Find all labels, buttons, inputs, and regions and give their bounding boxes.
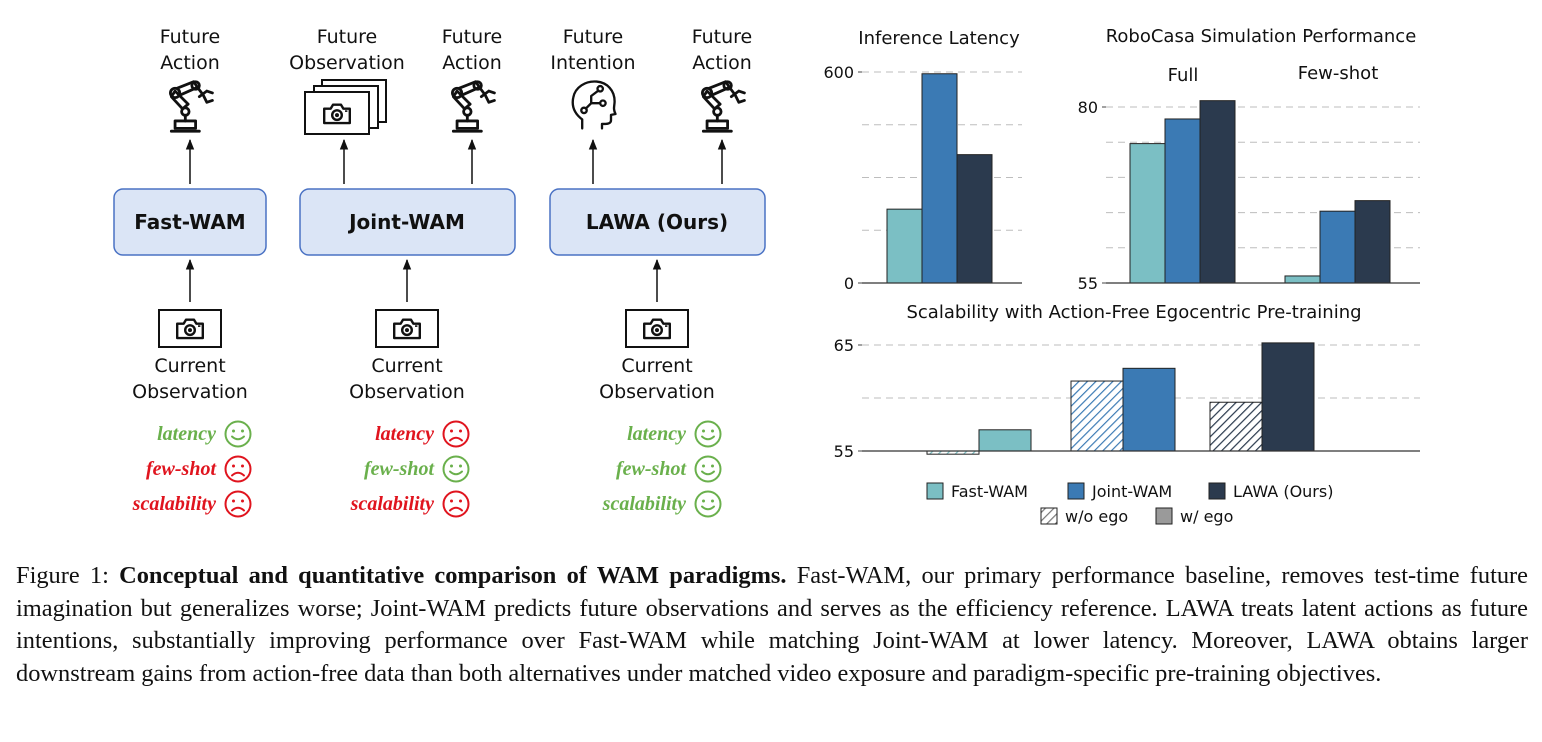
figure-caption: Figure 1: Conceptual and quantitative co… xyxy=(16,560,1528,690)
frown-icon xyxy=(442,490,470,518)
y-tick-label: 55 xyxy=(834,442,854,461)
chart-title-latency: Inference Latency xyxy=(858,28,1020,49)
robot-arm-icon xyxy=(168,80,214,133)
y-tick-label: 55 xyxy=(1078,274,1098,293)
output-label-line2: Action xyxy=(692,52,752,74)
output-label-line1: Future xyxy=(442,26,503,48)
legend-label: LAWA (Ours) xyxy=(1233,482,1333,501)
chart-title-scalability: Scalability with Action-Free Egocentric … xyxy=(906,302,1361,323)
latency-chart: 0 600 xyxy=(823,63,1022,293)
output-label-line1: Future xyxy=(692,26,753,48)
robot-arm-icon xyxy=(701,80,746,133)
property-label: latency xyxy=(627,423,686,445)
paradigm-diagrams: Future Action Fast-WAM Current Observati… xyxy=(113,26,766,403)
y-tick-label: 80 xyxy=(1078,98,1098,117)
category-label-few-shot: Few-shot xyxy=(1298,63,1379,84)
property-label: latency xyxy=(375,423,434,445)
camera-stack-icon xyxy=(304,79,387,135)
paradigm-lawa: Future Intention Future Action LAWA (Our… xyxy=(549,26,766,403)
input-label-line1: Current xyxy=(371,355,442,377)
smile-icon xyxy=(224,420,252,448)
figure-1: Future Action Fast-WAM Current Observati… xyxy=(113,26,1420,526)
property-label: few-shot xyxy=(616,458,687,480)
chart-title-robocasa: RoboCasa Simulation Performance xyxy=(1106,26,1417,47)
model-block xyxy=(549,188,766,256)
bar-latency-lawa-ours- xyxy=(956,154,993,284)
frown-icon xyxy=(224,490,252,518)
input-label-line2: Observation xyxy=(132,381,248,403)
bar-robocasa-few-shot-fast-wam xyxy=(1284,275,1321,284)
input-label-line1: Current xyxy=(154,355,225,377)
model-name: LAWA (Ours) xyxy=(586,210,728,234)
property-label: scalability xyxy=(350,493,434,515)
charts-panel: Inference Latency RoboCasa Simulation Pe… xyxy=(823,26,1420,526)
output-label-line1: Future xyxy=(317,26,378,48)
output-label-line2: Intention xyxy=(550,52,635,74)
y-tick-label: 0 xyxy=(844,274,854,293)
model-block xyxy=(113,188,267,256)
frown-icon xyxy=(224,455,252,483)
smile-icon xyxy=(694,490,722,518)
category-label-full: Full xyxy=(1168,65,1199,86)
legend-label: Joint-WAM xyxy=(1091,482,1172,501)
property-label: scalability xyxy=(132,493,216,515)
legend-swatch-lawa xyxy=(1208,482,1226,500)
bar-latency-joint-wam xyxy=(921,73,958,284)
y-tick-label: 600 xyxy=(823,63,854,82)
smile-icon xyxy=(694,455,722,483)
smile-icon xyxy=(442,455,470,483)
bar-scalability-joint-wam-w-o-ego xyxy=(1070,380,1124,452)
scalability-chart: 55 65 xyxy=(834,336,1420,461)
property-label: few-shot xyxy=(364,458,435,480)
paradigm-joint-wam: Future Observation Future Action Joint-W… xyxy=(289,26,516,403)
model-name: Fast-WAM xyxy=(134,210,245,234)
paradigm-properties: latency few-shot scalability latency few… xyxy=(132,420,722,518)
bar-scalability-lawa-ours--w-ego xyxy=(1261,342,1315,452)
output-label-line2: Observation xyxy=(289,52,405,74)
bar-robocasa-full-fast-wam xyxy=(1129,143,1166,284)
input-label-line2: Observation xyxy=(599,381,715,403)
legend-label: w/ ego xyxy=(1180,507,1233,526)
input-label-line2: Observation xyxy=(349,381,465,403)
legend-label: Fast-WAM xyxy=(951,482,1028,501)
caption-text: Fast-WAM, our primary performance baseli… xyxy=(16,562,1528,687)
frown-icon xyxy=(442,420,470,448)
head-brain-icon xyxy=(571,80,617,130)
model-block xyxy=(299,188,516,256)
paradigm-fast-wam: Future Action Fast-WAM Current Observati… xyxy=(113,26,267,403)
legend-label: w/o ego xyxy=(1065,507,1128,526)
legend-swatch-joint-wam xyxy=(1067,482,1085,500)
input-label-line1: Current xyxy=(621,355,692,377)
bar-robocasa-few-shot-lawa-ours- xyxy=(1354,200,1391,284)
bar-latency-fast-wam xyxy=(886,208,923,284)
bar-robocasa-full-lawa-ours- xyxy=(1199,100,1236,284)
model-name: Joint-WAM xyxy=(347,210,465,234)
caption-bold: Conceptual and quantitative comparison o… xyxy=(119,562,787,589)
output-label-line2: Action xyxy=(160,52,220,74)
legend-swatch-w-ego xyxy=(1155,507,1173,525)
smile-icon xyxy=(694,420,722,448)
legend-swatch-wo-ego xyxy=(1040,507,1058,525)
y-tick-label: 65 xyxy=(834,336,854,355)
bar-scalability-joint-wam-w-ego xyxy=(1122,367,1176,452)
bar-robocasa-full-joint-wam xyxy=(1164,118,1201,284)
output-label-line1: Future xyxy=(563,26,624,48)
output-label-line2: Action xyxy=(442,52,502,74)
legend-swatch-fast-wam xyxy=(926,482,944,500)
property-label: few-shot xyxy=(146,458,217,480)
bar-scalability-fast-wam-w-ego xyxy=(978,429,1032,452)
bar-scalability-lawa-ours--w-o-ego xyxy=(1209,401,1263,452)
robot-arm-icon xyxy=(450,80,496,133)
legend: Fast-WAM Joint-WAM LAWA (Ours) w/o ego w… xyxy=(926,482,1333,526)
property-label: scalability xyxy=(602,493,686,515)
caption-prefix: Figure 1: xyxy=(16,562,120,589)
bar-robocasa-few-shot-joint-wam xyxy=(1319,210,1356,284)
output-label-line1: Future xyxy=(160,26,221,48)
property-label: latency xyxy=(157,423,216,445)
robocasa-chart: 55 80 xyxy=(1078,98,1420,293)
